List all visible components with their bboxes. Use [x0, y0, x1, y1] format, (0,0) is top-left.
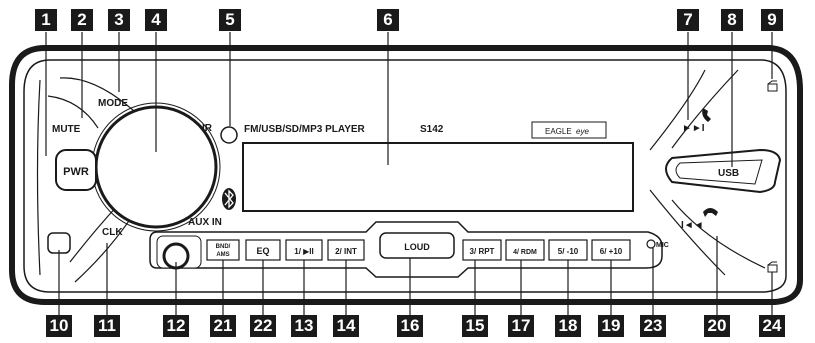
ir-sensor — [220, 126, 238, 144]
preset-4-label: 4/ RDM — [513, 249, 537, 256]
callout-number: 22 — [250, 315, 276, 337]
mute-button-outline — [47, 95, 99, 129]
eject-icon-top[interactable] — [767, 80, 778, 92]
next-track-icon: ►►I — [682, 123, 705, 134]
mode-button-outline — [59, 77, 136, 113]
callout-number: 20 — [704, 315, 730, 337]
callout-number: 16 — [397, 315, 423, 337]
callout-number: 11 — [94, 315, 120, 337]
clk-label: CLK — [102, 227, 123, 238]
loud-label: LOUD — [404, 242, 430, 252]
band-ams-label-top: BND/ — [216, 244, 231, 250]
preset-3-label: 3/ RPT — [470, 247, 495, 256]
callout-number: 8 — [721, 9, 743, 31]
right-faceplate-upper-2 — [671, 69, 739, 149]
callout-number: 3 — [108, 9, 130, 31]
callout-number: 18 — [555, 315, 581, 337]
callout-number: 12 — [163, 315, 189, 337]
model-label: S142 — [420, 124, 444, 135]
callout-number: 23 — [640, 315, 666, 337]
preset-6-label: 6/ +10 — [600, 247, 623, 256]
brand-logo-suffix: eye — [576, 127, 589, 136]
callout-number: 13 — [291, 315, 317, 337]
power-button[interactable] — [55, 149, 97, 191]
previous-track-icon: I◄◄ — [681, 220, 704, 231]
player-type-label: FM/USB/SD/MP3 PLAYER — [244, 124, 366, 135]
ir-label: IR — [202, 123, 213, 134]
power-button-label: PWR — [63, 166, 89, 178]
mic-label: MIC — [656, 242, 669, 249]
callout-number: 2 — [71, 9, 93, 31]
lcd-display — [242, 142, 634, 212]
callout-number: 14 — [333, 315, 359, 337]
band-ams-label-bottom: AMS — [216, 252, 229, 258]
preset-5-label: 5/ -10 — [558, 247, 579, 256]
preset-4-rdm-button[interactable] — [505, 239, 545, 261]
callout-number: 4 — [145, 9, 167, 31]
phone-hangup-icon — [703, 208, 718, 217]
panel-inner-bezel — [23, 59, 787, 293]
callout-lines — [45, 32, 773, 320]
microphone — [646, 239, 656, 249]
eq-label: EQ — [256, 246, 269, 256]
right-faceplate-upper — [649, 69, 706, 151]
mode-label: MODE — [98, 98, 128, 109]
callout-number: 10 — [46, 315, 72, 337]
callout-number: 1 — [35, 9, 57, 31]
callout-number: 24 — [759, 315, 785, 337]
bluetooth-icon — [222, 188, 236, 210]
usb-label: USB — [718, 168, 739, 179]
preset-2-label: 2/ INT — [335, 247, 357, 256]
callout-number: 6 — [377, 9, 399, 31]
right-faceplate-lower-2 — [671, 199, 766, 269]
callout-number: 15 — [462, 315, 488, 337]
usb-port-inner — [675, 159, 763, 185]
callout-number: 5 — [219, 9, 241, 31]
aux-in-label: AUX IN — [188, 217, 222, 228]
phone-answer-icon — [702, 108, 711, 122]
brand-logo-text: EAGLE — [545, 127, 572, 136]
mute-label: MUTE — [52, 124, 81, 135]
callout-number: 17 — [508, 315, 534, 337]
preset-3-rpt-button[interactable] — [462, 239, 502, 261]
callout-number: 9 — [761, 9, 783, 31]
preset-1-label: 1/ ▶II — [294, 247, 314, 256]
callout-number: 19 — [598, 315, 624, 337]
callout-number: 7 — [677, 9, 699, 31]
left-faceplate-line — [36, 79, 41, 276]
brand-logo-box — [531, 121, 607, 139]
loud-button[interactable] — [379, 232, 455, 259]
callout-number: 21 — [210, 315, 236, 337]
